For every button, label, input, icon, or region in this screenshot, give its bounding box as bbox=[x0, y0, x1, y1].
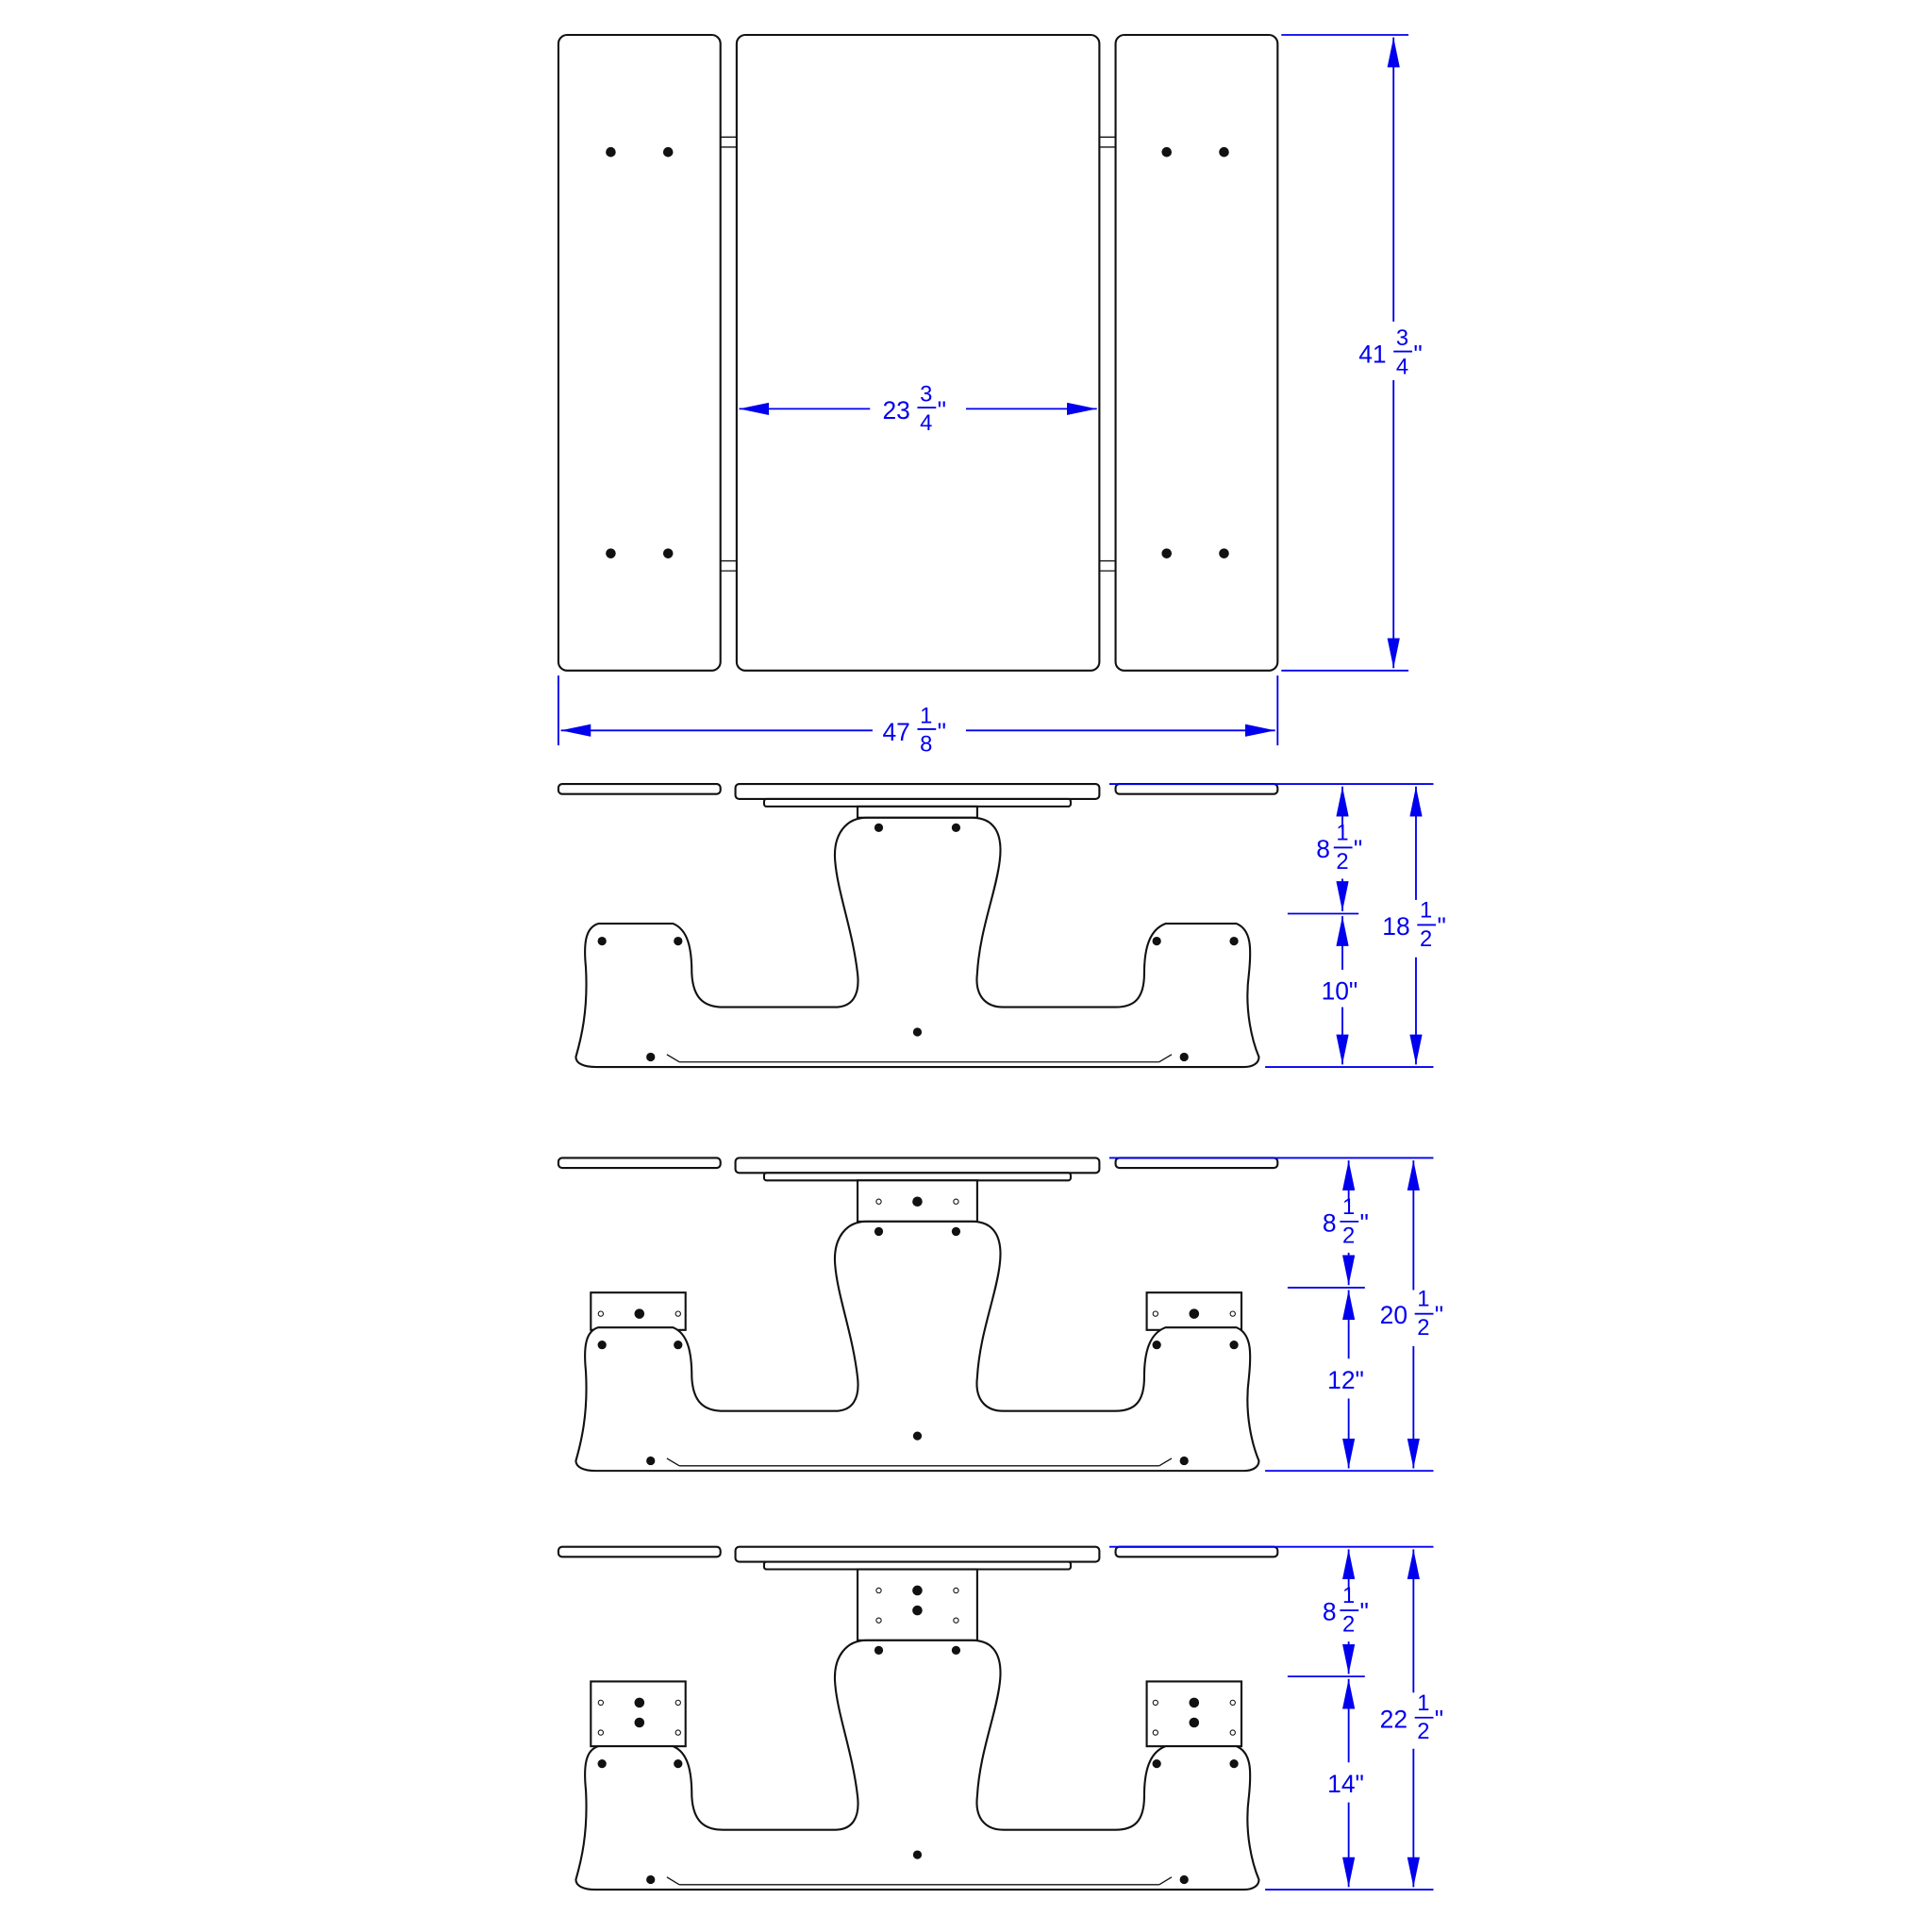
table-top bbox=[735, 33, 1101, 672]
svg-text:": " bbox=[1354, 835, 1362, 863]
svg-text:3: 3 bbox=[920, 381, 932, 407]
svg-text:": " bbox=[938, 396, 946, 425]
svg-text:1: 1 bbox=[1336, 821, 1348, 846]
svg-text:8: 8 bbox=[1323, 1598, 1337, 1626]
svg-text:": " bbox=[1360, 1208, 1369, 1237]
svg-text:2: 2 bbox=[1417, 1719, 1429, 1744]
left-bench-top bbox=[557, 33, 722, 672]
svg-text:1: 1 bbox=[1342, 1194, 1355, 1220]
elevation-seat-10: 8 1 2 " 10" 18 1 2 " bbox=[557, 783, 1446, 1069]
elevation-seat-14: 8 1 2 " 14" 22 1 2 " bbox=[557, 1545, 1443, 1891]
svg-text:14": 14" bbox=[1327, 1770, 1364, 1798]
svg-text:8: 8 bbox=[920, 732, 932, 758]
dimension-table-width: 23 3 4 " bbox=[739, 381, 1097, 436]
svg-text:": " bbox=[1435, 1301, 1443, 1329]
svg-text:1: 1 bbox=[1342, 1583, 1355, 1608]
svg-text:1: 1 bbox=[1417, 1690, 1429, 1716]
svg-text:": " bbox=[1360, 1598, 1369, 1626]
dimensions: 8 1 2 " 14" 22 1 2 " bbox=[1108, 1545, 1443, 1891]
svg-text:2: 2 bbox=[1417, 1315, 1429, 1341]
svg-text:47: 47 bbox=[882, 718, 909, 746]
dimension-length: 41 3 4 " bbox=[1281, 34, 1423, 672]
svg-text:4: 4 bbox=[1396, 354, 1408, 379]
svg-text:": " bbox=[938, 718, 946, 746]
dimensions: 8 1 2 " 12" 20 1 2 " bbox=[1108, 1157, 1443, 1473]
svg-text:2: 2 bbox=[1342, 1612, 1355, 1638]
svg-text:41: 41 bbox=[1358, 340, 1386, 368]
svg-text:1: 1 bbox=[1420, 897, 1432, 923]
svg-text:": " bbox=[1435, 1705, 1443, 1733]
svg-text:3: 3 bbox=[1396, 325, 1408, 351]
elevation-seat-12: 8 1 2 " 12" 20 1 2 " bbox=[557, 1157, 1443, 1473]
svg-text:2: 2 bbox=[1342, 1223, 1355, 1248]
svg-text:2: 2 bbox=[1336, 849, 1348, 874]
svg-text:2: 2 bbox=[1420, 926, 1432, 952]
svg-text:8: 8 bbox=[1323, 1208, 1337, 1237]
dimensions: 8 1 2 " 10" 18 1 2 " bbox=[1108, 783, 1446, 1068]
svg-text:22: 22 bbox=[1380, 1705, 1407, 1733]
svg-text:4: 4 bbox=[920, 410, 932, 436]
dimension-overall-width: 47 1 8 " bbox=[558, 675, 1279, 758]
svg-text:10": 10" bbox=[1322, 977, 1358, 1006]
svg-text:18: 18 bbox=[1382, 912, 1409, 941]
svg-text:8: 8 bbox=[1316, 835, 1330, 863]
svg-text:1: 1 bbox=[920, 703, 932, 728]
svg-text:": " bbox=[1413, 340, 1422, 368]
svg-text:": " bbox=[1437, 912, 1445, 941]
plan-view: 23 3 4 " 41 3 4 " 47 1 8 " bbox=[557, 33, 1423, 758]
svg-text:1: 1 bbox=[1417, 1287, 1429, 1312]
svg-text:20: 20 bbox=[1380, 1301, 1407, 1329]
svg-text:12": 12" bbox=[1327, 1366, 1364, 1394]
svg-text:23: 23 bbox=[882, 396, 909, 425]
right-bench-top bbox=[1114, 33, 1279, 672]
